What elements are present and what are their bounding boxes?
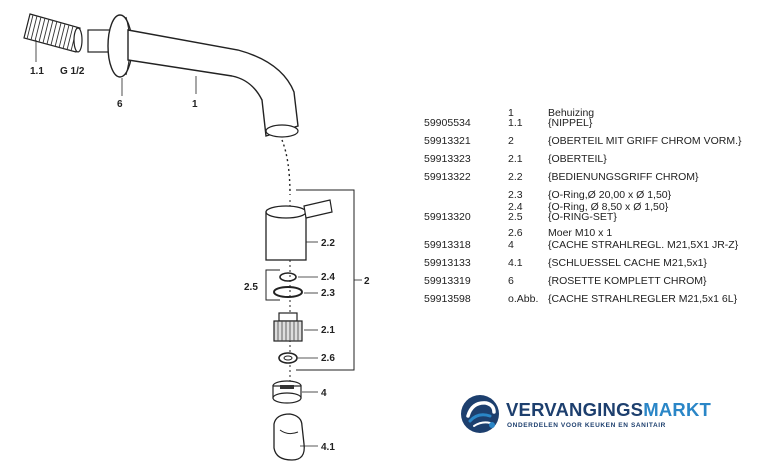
part-position: 2.5 — [508, 211, 523, 223]
logo-name-part-a: VERVANGINGS — [506, 399, 644, 420]
part-position: 2.1 — [508, 153, 523, 165]
part-description: Moer M10 x 1 — [548, 227, 613, 239]
part-number: 59913320 — [424, 211, 471, 223]
label-rosette: 6 — [117, 99, 123, 110]
aerator-part — [272, 380, 318, 404]
part-position: o.Abb. — [508, 293, 539, 305]
label-oring-large: 2.3 — [321, 288, 335, 299]
part-description: {OBERTEIL MIT GRIFF CHROM VORM.} — [548, 135, 742, 147]
nut-part — [278, 352, 318, 364]
part-position: 2 — [508, 135, 514, 147]
part-description: {O-Ring,Ø 20,00 x Ø 1,50} — [548, 189, 672, 201]
part-position: 2.3 — [508, 189, 523, 201]
label-upper-part: 2.1 — [321, 325, 335, 336]
part-number: 59913322 — [424, 171, 471, 183]
part-number: 59905534 — [424, 117, 471, 129]
label-thread: G 1/2 — [60, 66, 85, 77]
part-description: {OBERTEIL} — [548, 153, 607, 165]
key-part — [273, 413, 318, 461]
part-description: Behuizing — [548, 107, 595, 119]
part-number: 59913318 — [424, 239, 471, 251]
part-description: {NIPPEL} — [548, 117, 593, 129]
part-description: {O-Ring, Ø 8,50 x Ø 1,50} — [548, 201, 669, 213]
part-description: {CACHE STRAHLREGLER M21,5x1 6L} — [548, 293, 738, 305]
label-oring-small: 2.4 — [321, 272, 335, 283]
label-spout: 1 — [192, 99, 198, 110]
part-description: {ROSETTE KOMPLETT CHROM} — [548, 275, 707, 287]
part-position: 2.2 — [508, 171, 523, 183]
label-handle: 2.2 — [321, 238, 335, 249]
logo-tagline: ONDERDELEN VOOR KEUKEN EN SANITAIR — [507, 422, 666, 429]
upper-part — [273, 312, 318, 342]
part-position: 2.6 — [508, 227, 523, 239]
part-position: 4 — [508, 239, 514, 251]
part-position: 6 — [508, 275, 514, 287]
nipple-part — [23, 13, 83, 62]
label-key: 4.1 — [321, 442, 335, 453]
label-aerator: 4 — [321, 388, 327, 399]
part-description: {O-RING-SET} — [548, 211, 617, 223]
swirl-logo-icon — [461, 395, 499, 433]
part-number: 59913598 — [424, 293, 471, 305]
logo-name-part-b: MARKT — [643, 399, 712, 420]
handle-part — [265, 199, 333, 261]
label-upper-group: 2 — [364, 276, 370, 287]
part-description: {SCHLUESSEL CACHE M21,5x1} — [548, 257, 707, 269]
part-number: 59913319 — [424, 275, 471, 287]
part-description: {CACHE STRAHLREGL. M21,5X1 JR-Z} — [548, 239, 739, 251]
part-position: 1.1 — [508, 117, 523, 129]
label-oring-set: 2.5 — [244, 282, 258, 293]
part-position: 2.4 — [508, 201, 523, 213]
brand-logo[interactable]: VERVANGINGSMARKT ONDERDELEN VOOR KEUKEN … — [460, 393, 711, 435]
oring-parts — [273, 272, 318, 298]
rosette-part — [87, 14, 133, 96]
label-nipple: 1.1 — [30, 66, 44, 77]
logo-wordmark: VERVANGINGSMARKT — [506, 399, 711, 421]
part-description: {BEDIENUNGSGRIFF CHROM} — [548, 171, 699, 183]
part-position: 4.1 — [508, 257, 523, 269]
label-nut: 2.6 — [321, 353, 335, 364]
part-position: 1 — [508, 107, 514, 119]
part-number: 59913323 — [424, 153, 471, 165]
part-number: 59913133 — [424, 257, 471, 269]
spout-part — [127, 29, 299, 138]
exploded-parts-diagram: 1.1 G 1/2 6 1 2.2 2.5 2.4 2.3 2 2.1 2.6 … — [23, 13, 370, 461]
part-number: 59913321 — [424, 135, 471, 147]
